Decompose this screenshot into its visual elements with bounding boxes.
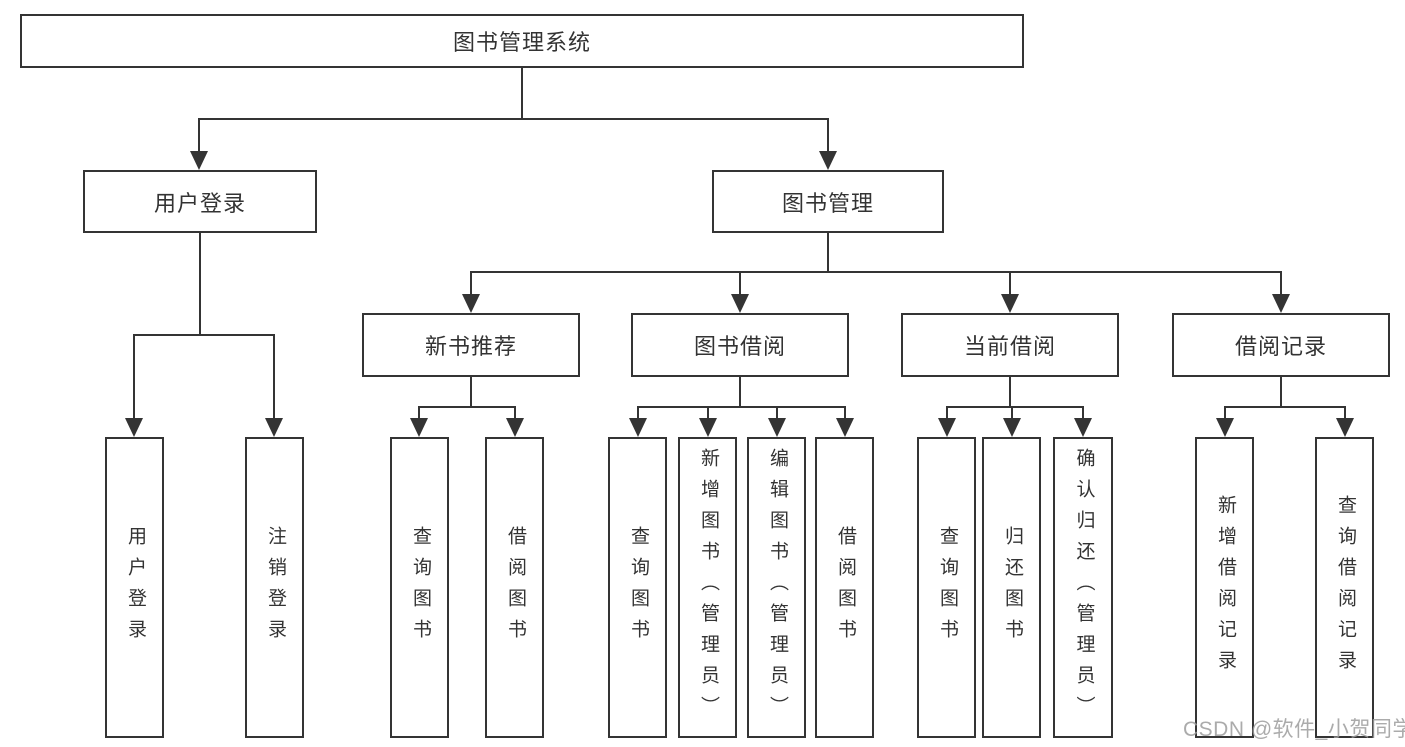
- connector-line: [637, 406, 846, 408]
- node-query-borrow-record: 查询借阅记录: [1315, 437, 1374, 738]
- connector-line: [637, 406, 639, 422]
- node-return-book: 归还图书: [982, 437, 1041, 738]
- node-label: 查询图书: [409, 525, 431, 650]
- connector-line: [521, 67, 523, 119]
- connector-line: [1009, 377, 1011, 408]
- connector-line: [946, 406, 948, 422]
- connector-line: [1344, 406, 1346, 422]
- connector-line: [1009, 271, 1011, 296]
- node-label: 新增借阅记录: [1214, 494, 1236, 681]
- arrow-down-icon: [1003, 418, 1021, 437]
- node-borrow-books-recommend: 借阅图书: [485, 437, 544, 738]
- arrow-down-icon: [731, 294, 749, 313]
- node-query-books-borrowing: 查询图书: [608, 437, 667, 738]
- arrow-down-icon: [506, 418, 524, 437]
- connector-line: [1224, 406, 1226, 422]
- connector-line: [133, 334, 275, 336]
- connector-line: [1280, 271, 1282, 296]
- node-query-books-current: 查询图书: [917, 437, 976, 738]
- arrow-down-icon: [836, 418, 854, 437]
- node-add-book-admin: 新增图书（管理员）: [678, 437, 737, 738]
- connector-line: [1280, 377, 1282, 408]
- arrow-down-icon: [1074, 418, 1092, 437]
- node-label: 图书管理: [781, 190, 874, 216]
- connector-line: [470, 377, 472, 408]
- arrow-down-icon: [125, 418, 143, 437]
- node-user-login-leaf: 用户登录: [105, 437, 164, 738]
- node-label: 查询借阅记录: [1334, 494, 1356, 681]
- connector-line: [273, 334, 275, 420]
- node-query-books-recommend: 查询图书: [390, 437, 449, 738]
- node-current-borrowing: 当前借阅: [901, 313, 1119, 377]
- node-label: 新书推荐: [424, 334, 517, 359]
- node-add-borrow-record: 新增借阅记录: [1195, 437, 1254, 738]
- node-label: 用户登录: [153, 190, 246, 216]
- arrow-down-icon: [819, 151, 837, 170]
- connector-line: [1082, 406, 1084, 422]
- arrow-down-icon: [265, 418, 283, 437]
- connector-line: [1224, 406, 1346, 408]
- connector-line: [946, 406, 1084, 408]
- connector-line: [707, 406, 709, 422]
- node-book-borrowing: 图书借阅: [631, 313, 849, 377]
- node-label: 编辑图书（管理员）: [766, 448, 788, 727]
- arrow-down-icon: [1272, 294, 1290, 313]
- connector-line: [776, 406, 778, 422]
- node-label: 注销登录: [264, 525, 286, 650]
- node-book-management: 图书管理: [712, 170, 944, 233]
- csdn-watermark: CSDN @软件_小贺同学: [1183, 718, 1405, 741]
- connector-line: [470, 271, 1282, 273]
- connector-line: [827, 118, 829, 154]
- connector-line: [418, 406, 420, 422]
- node-label: 当前借阅: [963, 334, 1056, 359]
- node-label: 借阅图书: [834, 525, 856, 650]
- arrow-down-icon: [190, 151, 208, 170]
- connector-line: [739, 271, 741, 296]
- connector-line: [199, 233, 201, 336]
- connector-line: [419, 406, 516, 408]
- arrow-down-icon: [1336, 418, 1354, 437]
- node-label: 图书借阅: [693, 334, 786, 359]
- node-library-management-system: 图书管理系统: [20, 14, 1024, 68]
- node-user-login: 用户登录: [83, 170, 317, 233]
- connector-line: [827, 232, 829, 273]
- arrow-down-icon: [699, 418, 717, 437]
- node-edit-book-admin: 编辑图书（管理员）: [747, 437, 806, 738]
- node-borrowing-records: 借阅记录: [1172, 313, 1390, 377]
- connector-line: [844, 406, 846, 422]
- connector-line: [514, 406, 516, 422]
- node-borrow-books-borrowing: 借阅图书: [815, 437, 874, 738]
- connector-line: [198, 118, 200, 154]
- arrow-down-icon: [410, 418, 428, 437]
- node-label: 归还图书: [1001, 525, 1023, 650]
- arrow-down-icon: [768, 418, 786, 437]
- node-confirm-return-admin: 确认归还（管理员）: [1053, 437, 1113, 738]
- connector-line: [133, 334, 135, 420]
- node-label: 借阅记录: [1234, 334, 1327, 359]
- node-label: 查询图书: [627, 525, 649, 650]
- connector-line: [739, 377, 741, 408]
- node-label: 查询图书: [936, 525, 958, 650]
- connector-line: [1011, 406, 1013, 422]
- node-label: 图书管理系统: [452, 30, 591, 55]
- connector-line: [198, 118, 829, 120]
- arrow-down-icon: [938, 418, 956, 437]
- node-new-book-recommend: 新书推荐: [362, 313, 580, 377]
- arrow-down-icon: [462, 294, 480, 313]
- node-label: 用户登录: [124, 525, 146, 650]
- node-logout: 注销登录: [245, 437, 304, 738]
- arrow-down-icon: [1216, 418, 1234, 437]
- node-label: 借阅图书: [504, 525, 526, 650]
- connector-line: [470, 271, 472, 296]
- node-label: 确认归还（管理员）: [1073, 448, 1095, 727]
- arrow-down-icon: [629, 418, 647, 437]
- node-label: 新增图书（管理员）: [697, 448, 719, 727]
- arrow-down-icon: [1001, 294, 1019, 313]
